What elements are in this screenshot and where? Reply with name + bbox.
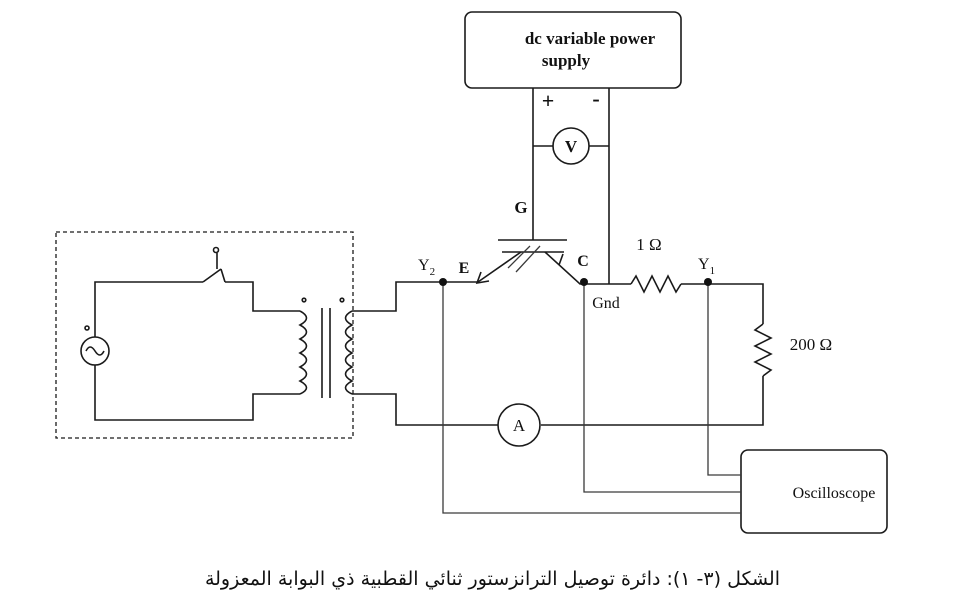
y2-label: Y2 [418, 257, 435, 278]
primary-loop-wire [94, 281, 300, 421]
switch-blade [202, 268, 222, 283]
positive-terminal-label: + [542, 88, 555, 113]
igbt-diagonal-marks [507, 245, 541, 273]
switch-post [216, 253, 226, 283]
gate-label: G [514, 198, 527, 217]
probe-y1-wire [707, 282, 741, 476]
gnd-label: Gnd [592, 295, 620, 312]
power-supply-label-line1: dc variable power [525, 29, 656, 48]
ammeter-label: A [513, 416, 526, 435]
secondary-polarity-dot [339, 297, 345, 303]
probe-y2-wire [442, 282, 741, 514]
igbt-collector-arrow [558, 253, 564, 266]
ammeter-to-transformer-wire [352, 393, 498, 426]
y2-node-dot [439, 278, 447, 286]
resistor-200-ohm-label: 200 Ω [790, 335, 832, 354]
emitter-to-transformer-wire [352, 281, 443, 312]
resistor-200-ohm [753, 323, 773, 377]
power-supply-label-line2: supply [542, 51, 591, 70]
probe-gnd-wire [583, 282, 741, 493]
y1-label: Y1 [698, 256, 715, 277]
resistor-to-load-wire [681, 283, 764, 324]
power-supply-box [464, 11, 682, 89]
negative-terminal-label: - [592, 86, 599, 111]
resistor-1-ohm-label: 1 Ω [636, 235, 661, 254]
primary-polarity-dot [301, 297, 307, 303]
igbt-collector-lead [544, 251, 609, 285]
igbt-emitter-arrow [475, 271, 490, 285]
resistor-1-ohm [630, 274, 682, 294]
voltmeter-label: V [565, 137, 578, 156]
load-return-wire [541, 376, 764, 426]
figure-caption: الشكل (٣- ١): دائرة توصيل الترانزستور ثن… [204, 568, 780, 590]
switch-contact [212, 246, 220, 254]
collector-label: C [577, 253, 589, 270]
emitter-label: E [459, 260, 470, 277]
transformer-primary-coil [298, 310, 308, 395]
ac-source-terminal [84, 325, 90, 331]
voltmeter [552, 127, 590, 165]
ac-source-sine-icon [85, 346, 105, 356]
collector-node-dot [580, 278, 588, 286]
transformer-core [321, 308, 331, 398]
oscilloscope-label: Oscilloscope [793, 485, 876, 502]
isolated-source-boundary [55, 231, 354, 439]
y1-node-dot [704, 278, 712, 286]
transformer-secondary-coil [344, 310, 354, 395]
